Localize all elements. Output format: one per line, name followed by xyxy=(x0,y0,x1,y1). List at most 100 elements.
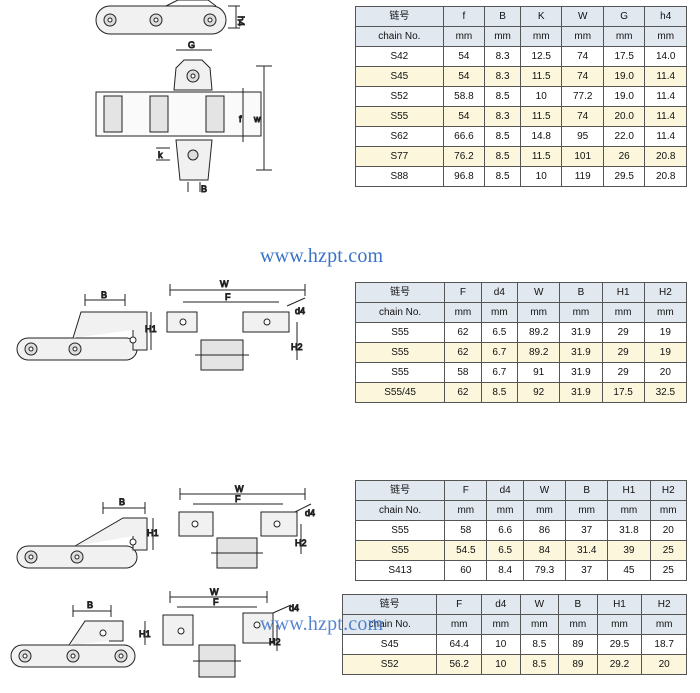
table-cell: 25 xyxy=(649,560,688,581)
table-cell: 17.5 xyxy=(601,382,645,403)
table-cell: 74 xyxy=(561,106,604,127)
table-cell: 89.2 xyxy=(517,322,561,343)
table-cell: 20 xyxy=(641,654,687,675)
table-cell: 6.5 xyxy=(480,322,519,343)
b-label: B xyxy=(119,497,125,507)
header-cell: F xyxy=(436,594,483,615)
table-cell: 8.5 xyxy=(480,382,519,403)
table-cell: S52 xyxy=(355,86,444,107)
table-cell: 19.0 xyxy=(602,66,646,87)
table-cell: 31.9 xyxy=(559,382,603,403)
table-cell: 8.5 xyxy=(519,634,560,655)
table-cell: 20.0 xyxy=(602,106,646,127)
table-cell: S88 xyxy=(355,166,444,187)
table-cell: 101 xyxy=(561,146,604,167)
table-cell: 62 xyxy=(444,382,482,403)
table-cell: 8.3 xyxy=(484,106,521,127)
header-cell: H2 xyxy=(641,594,687,615)
header-cell: F xyxy=(444,282,482,303)
table-cell: 119 xyxy=(561,166,604,187)
table-cell: 8.3 xyxy=(484,46,521,67)
header-cell: d4 xyxy=(480,282,519,303)
table-cell: 77.2 xyxy=(561,86,604,107)
subheader-cell: mm xyxy=(444,302,482,323)
table-cell: 6.7 xyxy=(480,342,519,363)
table-cell: S55 xyxy=(354,322,446,343)
table-cell: 62 xyxy=(444,342,482,363)
watermark-text: www.hzpt.com xyxy=(260,245,384,267)
table-cell: 74 xyxy=(561,46,604,67)
d4-label: d4 xyxy=(289,603,299,613)
table-cell: 29 xyxy=(601,362,645,383)
header-cell: B xyxy=(558,594,598,615)
b-label: B xyxy=(87,600,93,610)
h1-label: H1 xyxy=(139,629,151,639)
table-cell: 8.5 xyxy=(484,166,521,187)
table-cell: 37 xyxy=(565,560,609,581)
header-cell: K xyxy=(519,6,563,27)
subheader-cell: mm xyxy=(444,500,488,521)
subheader-cell: mm xyxy=(649,500,688,521)
table-cell: 74 xyxy=(561,66,604,87)
subheader-cell: mm xyxy=(517,302,561,323)
table-cell: 10 xyxy=(481,654,521,675)
table-cell: 19 xyxy=(643,342,688,363)
table-cell: S55/45 xyxy=(354,382,446,403)
b-label: B xyxy=(201,184,207,194)
table-cell: 29.2 xyxy=(596,654,643,675)
table-cell: 6.7 xyxy=(480,362,519,383)
chain-drawing-4: B H1 W F d4 H2 xyxy=(5,585,335,690)
table-cell: 96.8 xyxy=(442,166,486,187)
table-cell: 8.5 xyxy=(484,126,521,147)
h2-label: H2 xyxy=(291,342,303,352)
table-cell: S55 xyxy=(354,342,446,363)
attachment-side-view: B H1 xyxy=(10,600,151,668)
table-cell: 31.4 xyxy=(565,540,609,561)
header-cell: F xyxy=(444,480,488,501)
table-cell: 10 xyxy=(481,634,521,655)
header-cell: d4 xyxy=(486,480,524,501)
header-cell: 链号 xyxy=(341,594,438,615)
table-cell: 89.2 xyxy=(517,342,561,363)
table-cell: 58 xyxy=(444,520,488,541)
table-cell: 89 xyxy=(558,654,598,675)
table-cell: 31.9 xyxy=(559,322,603,343)
table-cell: 8.4 xyxy=(486,560,524,581)
header-cell: H2 xyxy=(649,480,688,501)
table-cell: 10 xyxy=(519,86,563,107)
subheader-cell: mm xyxy=(602,26,646,47)
header-cell: B xyxy=(565,480,609,501)
table-cell: 20.8 xyxy=(644,166,687,187)
table-cell: S413 xyxy=(354,560,446,581)
f-label: F xyxy=(225,292,231,302)
table-cell: 8.3 xyxy=(484,66,521,87)
table-cell: 84 xyxy=(522,540,567,561)
top-chain-view xyxy=(95,0,240,35)
subheader-cell: mm xyxy=(522,500,567,521)
table-cell: 92 xyxy=(517,382,561,403)
attachment-side-view: B H1 xyxy=(16,290,157,361)
h2-label: H2 xyxy=(295,538,307,548)
f-label: F xyxy=(213,597,219,607)
table-cell: 8.5 xyxy=(519,654,560,675)
table-cell: 29 xyxy=(601,342,645,363)
attachment-front-view: W F d4 H2 xyxy=(178,484,316,569)
table-cell: 54 xyxy=(442,46,486,67)
table-cell: 19.0 xyxy=(602,86,646,107)
b-label: B xyxy=(101,290,107,300)
